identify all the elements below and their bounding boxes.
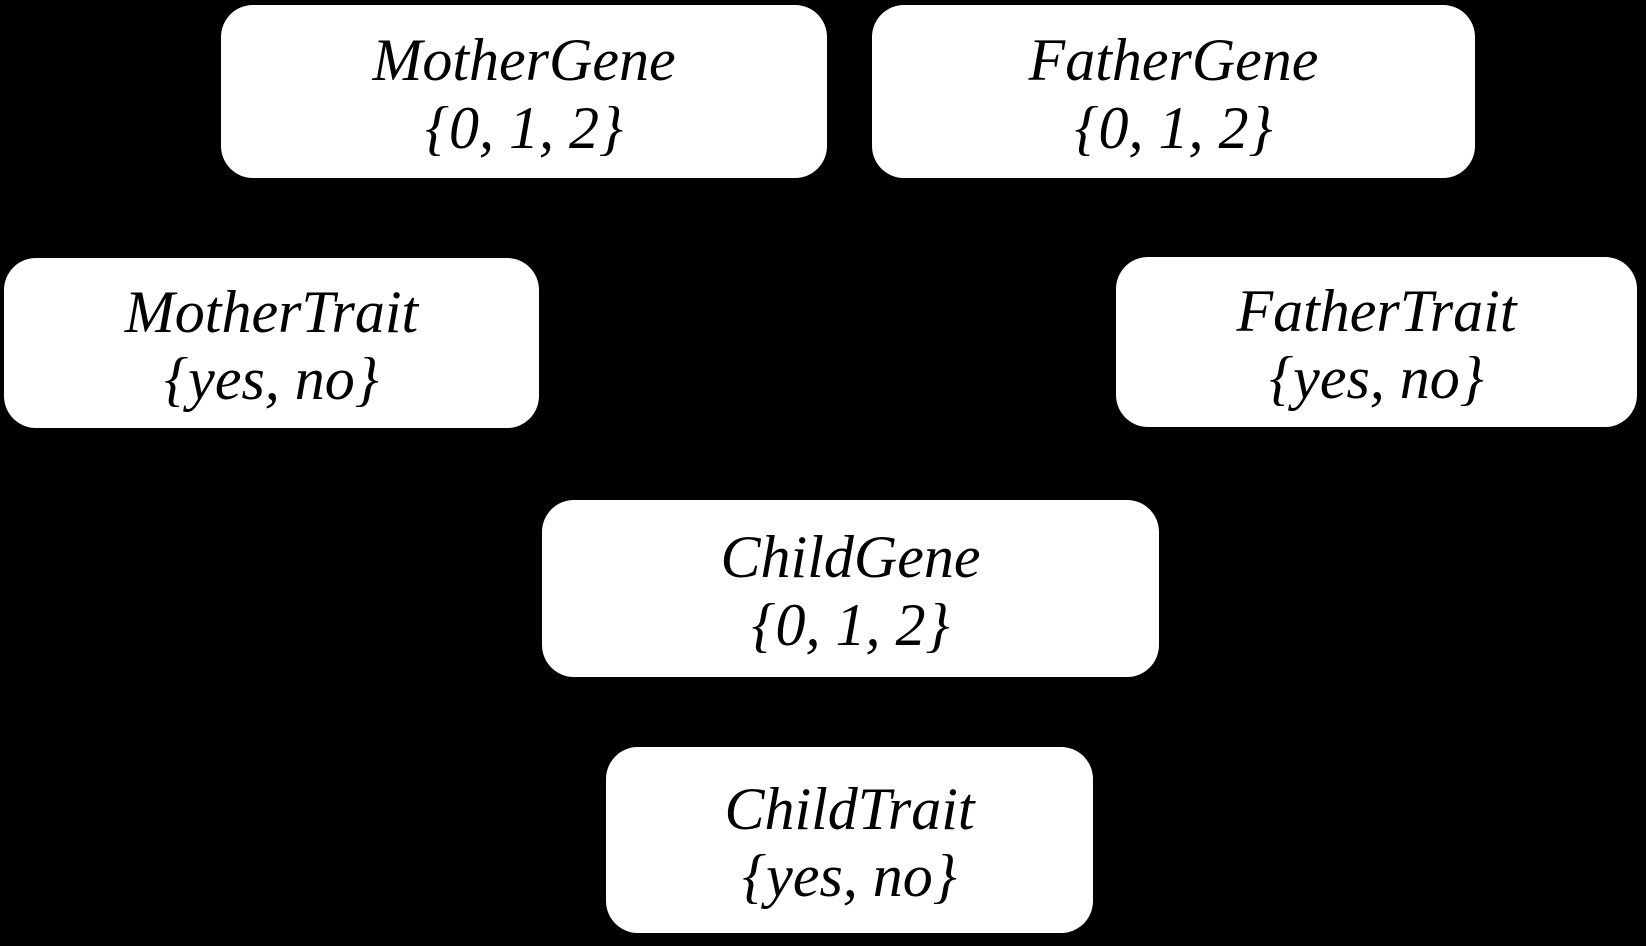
node-father-gene-domain: {0, 1, 2}: [1074, 94, 1273, 161]
node-mother-gene: MotherGene {0, 1, 2}: [221, 5, 827, 178]
node-child-gene-label: ChildGene: [720, 524, 981, 591]
node-child-trait-label: ChildTrait: [724, 775, 975, 842]
node-mother-trait-label: MotherTrait: [124, 278, 419, 345]
node-father-trait: FatherTrait {yes, no}: [1116, 257, 1637, 427]
node-mother-gene-domain: {0, 1, 2}: [425, 94, 623, 161]
node-father-gene-label: FatherGene: [1028, 27, 1319, 94]
node-child-trait: ChildTrait {yes, no}: [606, 747, 1093, 933]
node-father-trait-domain: {yes, no}: [1269, 345, 1484, 411]
node-child-trait-domain: {yes, no}: [742, 843, 957, 909]
node-mother-trait-domain: {yes, no}: [164, 346, 379, 412]
node-mother-trait: MotherTrait {yes, no}: [4, 258, 539, 428]
node-father-trait-label: FatherTrait: [1236, 277, 1517, 344]
node-mother-gene-label: MotherGene: [372, 27, 676, 94]
node-child-gene: ChildGene {0, 1, 2}: [542, 500, 1159, 677]
node-child-gene-domain: {0, 1, 2}: [751, 591, 950, 658]
node-father-gene: FatherGene {0, 1, 2}: [872, 5, 1475, 178]
